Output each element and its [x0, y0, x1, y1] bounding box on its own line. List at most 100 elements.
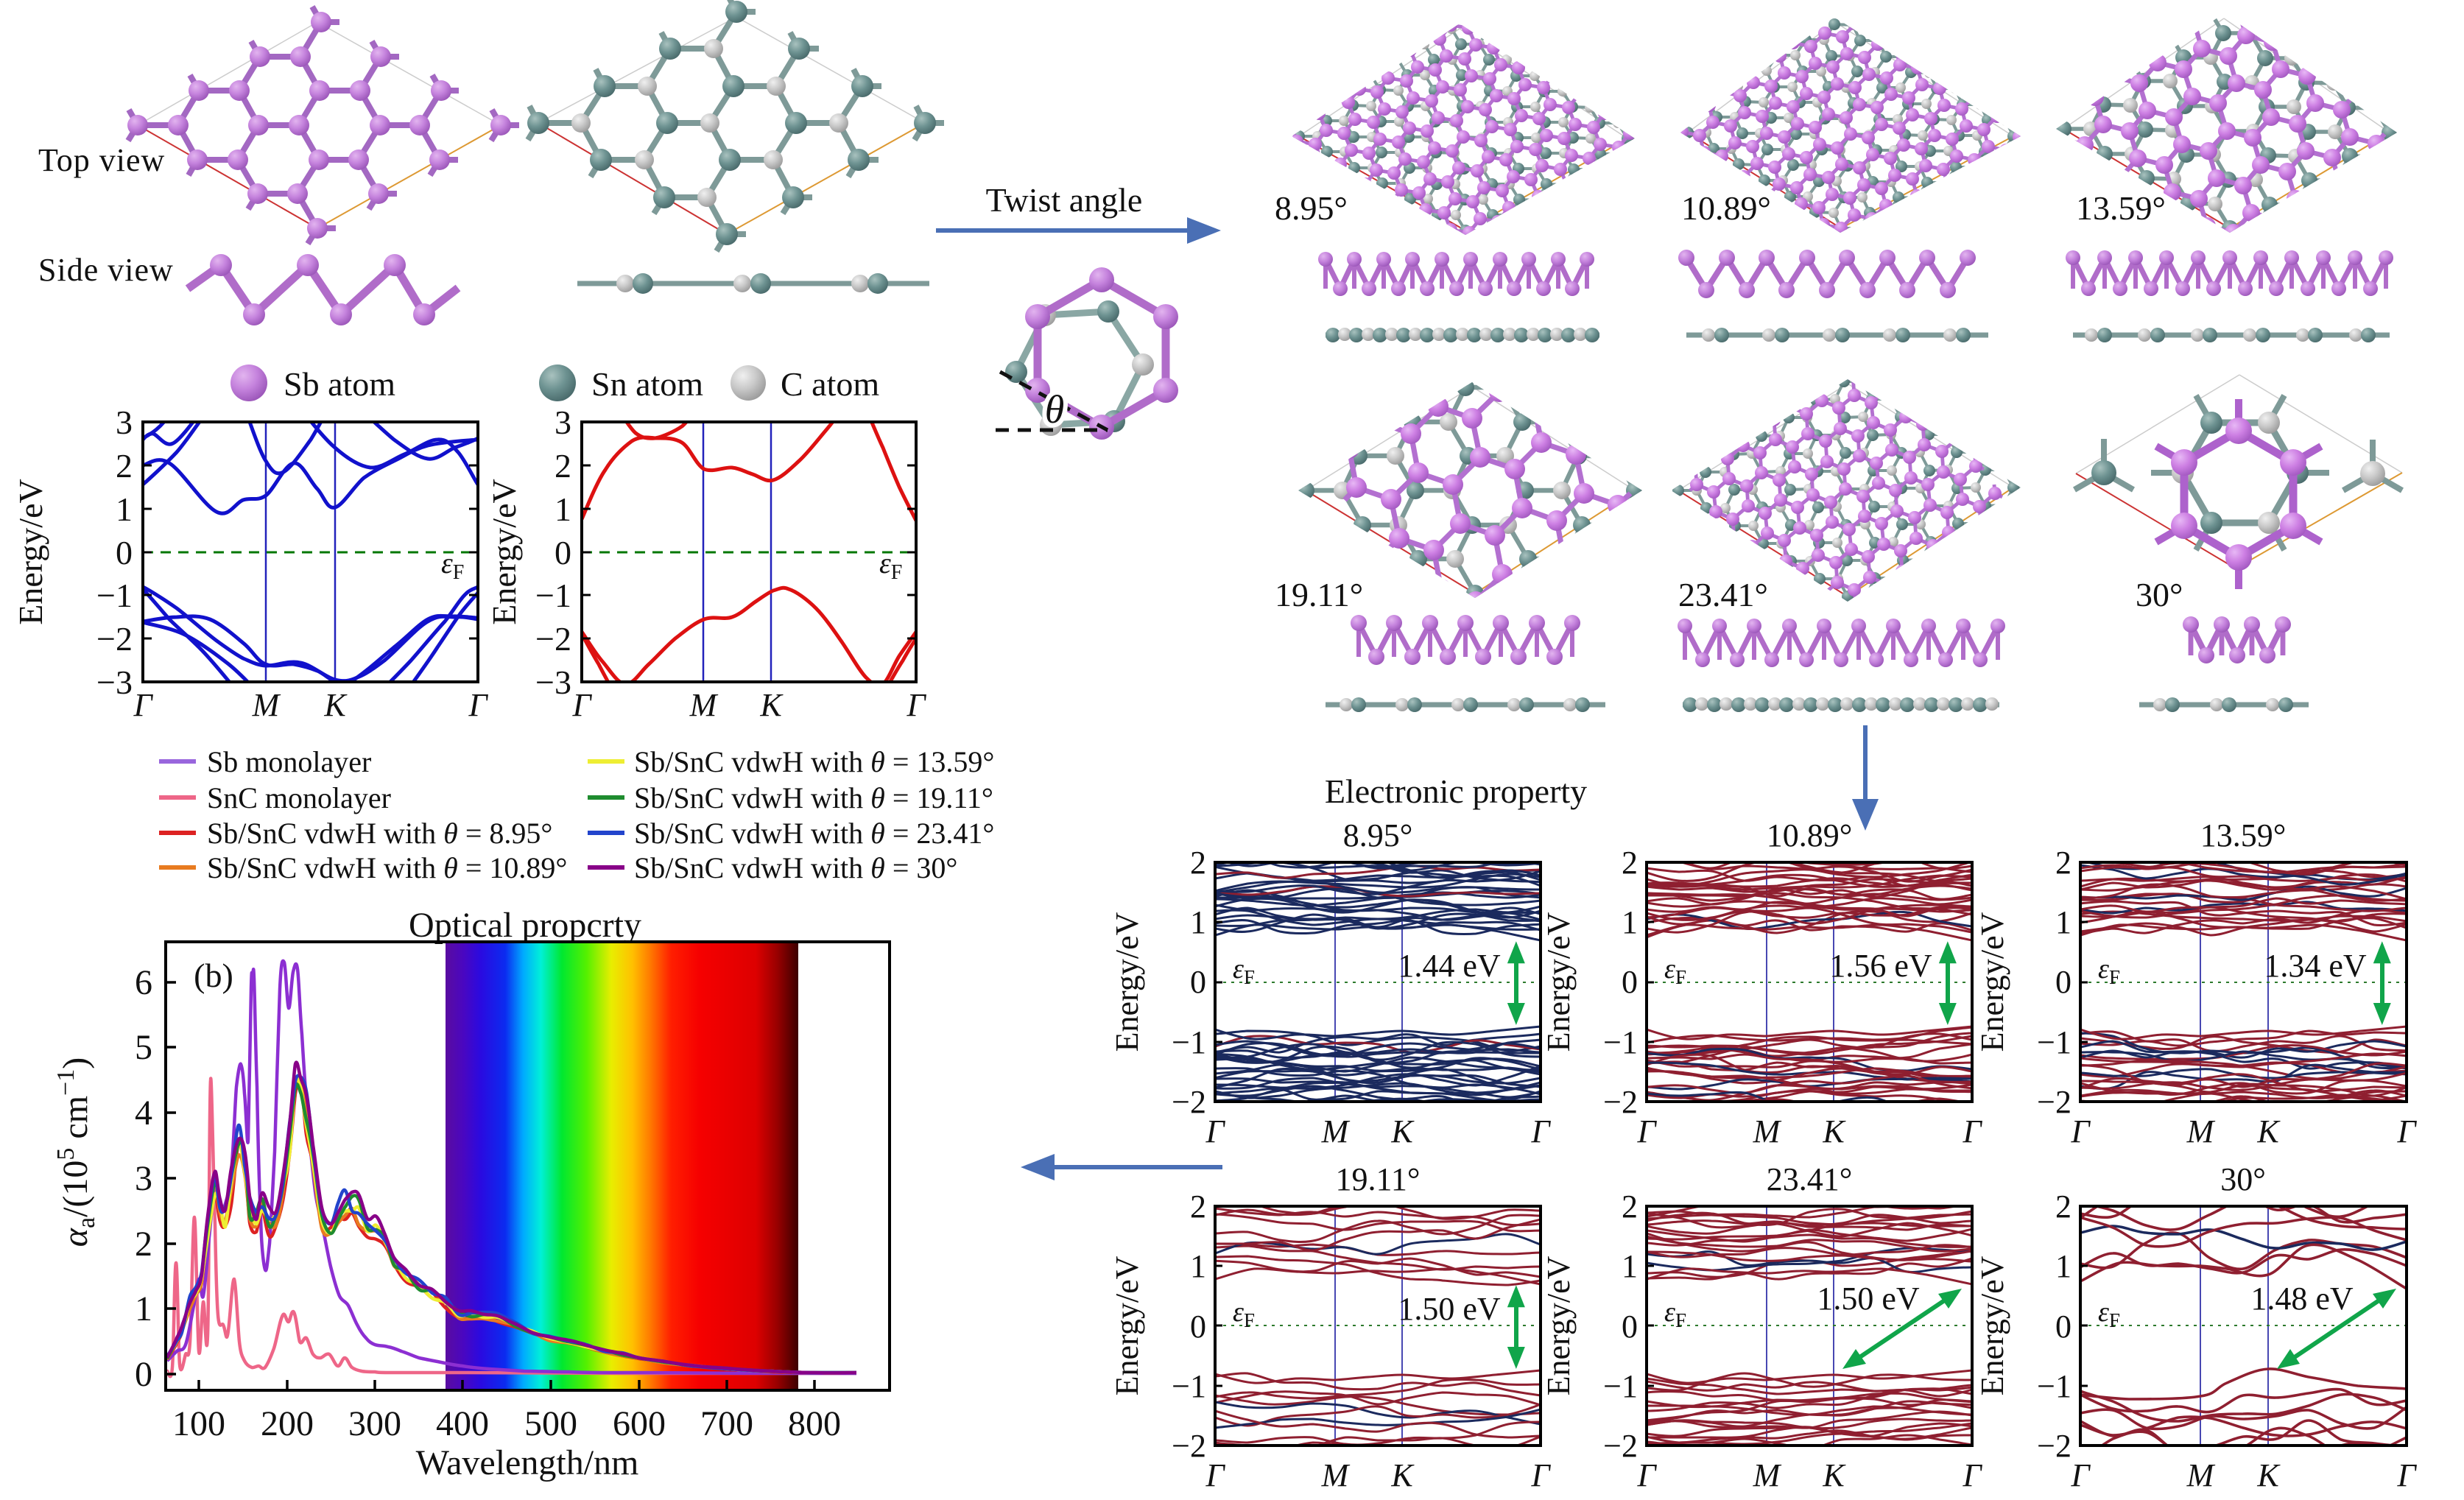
- svg-text:−2: −2: [2037, 1084, 2071, 1120]
- svg-text:300: 300: [348, 1404, 401, 1443]
- svg-text:εF: εF: [1233, 1297, 1255, 1331]
- svg-text:Energy/eV: Energy/eV: [1974, 1256, 2010, 1395]
- svg-text:0: 0: [1622, 1309, 1638, 1345]
- svg-text:2: 2: [555, 447, 571, 485]
- svg-text:2: 2: [135, 1225, 152, 1264]
- svg-text:1.44 eV: 1.44 eV: [1398, 948, 1501, 984]
- svg-text:2: 2: [2055, 1189, 2071, 1225]
- svg-text:θ: θ: [1045, 387, 1065, 432]
- svg-text:1.50 eV: 1.50 eV: [1817, 1281, 1920, 1317]
- svg-text:K: K: [1822, 1113, 1846, 1149]
- svg-text:3: 3: [135, 1159, 152, 1198]
- svg-text:M: M: [689, 687, 719, 723]
- svg-text:1: 1: [1190, 1248, 1206, 1284]
- svg-text:0: 0: [555, 534, 571, 571]
- svg-text:6: 6: [135, 963, 152, 1002]
- svg-text:1: 1: [2055, 1248, 2071, 1284]
- svg-text:−1: −1: [1172, 1024, 1206, 1060]
- svg-text:Γ: Γ: [1205, 1113, 1225, 1149]
- svg-text:Energy/eV: Energy/eV: [1541, 1256, 1577, 1395]
- svg-text:1: 1: [135, 1289, 152, 1328]
- svg-text:−2: −2: [2037, 1428, 2071, 1464]
- svg-text:εF: εF: [2098, 1297, 2120, 1331]
- svg-text:−1: −1: [1603, 1368, 1638, 1404]
- svg-text:Sb/SnC vdwH with θ = 30°: Sb/SnC vdwH with θ = 30°: [634, 851, 957, 884]
- svg-text:−1: −1: [2037, 1368, 2071, 1404]
- svg-text:Optical propcrty: Optical propcrty: [409, 906, 641, 945]
- svg-text:Sb/SnC vdwH with θ = 23.41°: Sb/SnC vdwH with θ = 23.41°: [634, 817, 994, 850]
- svg-text:8.95°: 8.95°: [1275, 189, 1348, 227]
- svg-text:−2: −2: [535, 620, 571, 658]
- svg-text:Energy/eV: Energy/eV: [1974, 912, 2010, 1052]
- svg-text:Energy/eV: Energy/eV: [1109, 1256, 1145, 1395]
- svg-text:K: K: [759, 687, 784, 723]
- svg-text:19.11°: 19.11°: [1336, 1161, 1421, 1197]
- svg-text:0: 0: [1622, 964, 1638, 1000]
- svg-text:3: 3: [555, 404, 571, 441]
- svg-text:εF: εF: [1664, 1297, 1686, 1331]
- svg-text:K: K: [2256, 1113, 2281, 1149]
- svg-text:10.89°: 10.89°: [1681, 189, 1771, 227]
- svg-text:1: 1: [116, 490, 133, 528]
- svg-text:−3: −3: [96, 663, 133, 701]
- svg-text:εF: εF: [879, 546, 902, 584]
- svg-text:8.95°: 8.95°: [1343, 817, 1413, 853]
- svg-text:1.50 eV: 1.50 eV: [1398, 1291, 1501, 1327]
- svg-text:3: 3: [116, 404, 133, 441]
- svg-text:1.56 eV: 1.56 eV: [1829, 948, 1932, 984]
- svg-text:Γ: Γ: [1205, 1457, 1225, 1493]
- svg-text:Sb/SnC vdwH with θ = 19.11°: Sb/SnC vdwH with θ = 19.11°: [634, 781, 993, 814]
- svg-text:K: K: [323, 687, 348, 723]
- svg-text:Electronic property: Electronic property: [1325, 772, 1587, 810]
- svg-text:−2: −2: [1172, 1428, 1206, 1464]
- svg-text:1: 1: [1622, 904, 1638, 940]
- svg-text:0: 0: [1190, 964, 1206, 1000]
- svg-text:εF: εF: [1664, 954, 1686, 988]
- svg-text:Energy/eV: Energy/eV: [1541, 912, 1577, 1052]
- svg-text:Γ: Γ: [1530, 1457, 1551, 1493]
- svg-text:19.11°: 19.11°: [1275, 576, 1363, 613]
- svg-text:K: K: [1390, 1457, 1415, 1493]
- svg-text:M: M: [1321, 1457, 1351, 1493]
- svg-text:600: 600: [613, 1404, 666, 1443]
- svg-text:Side view: Side view: [38, 252, 174, 288]
- svg-text:Sb monolayer: Sb monolayer: [207, 745, 371, 778]
- svg-text:700: 700: [700, 1404, 753, 1443]
- svg-text:2: 2: [1190, 845, 1206, 881]
- svg-text:13.59°: 13.59°: [2200, 817, 2287, 853]
- svg-text:Wavelength/nm: Wavelength/nm: [416, 1443, 639, 1482]
- svg-text:εF: εF: [441, 546, 464, 584]
- svg-text:−2: −2: [1172, 1084, 1206, 1120]
- svg-text:Γ: Γ: [133, 687, 153, 723]
- svg-text:2: 2: [2055, 845, 2071, 881]
- svg-text:Energy/eV: Energy/eV: [485, 479, 523, 624]
- svg-text:Γ: Γ: [2396, 1457, 2417, 1493]
- svg-text:Γ: Γ: [2070, 1457, 2091, 1493]
- svg-text:1.34 eV: 1.34 eV: [2264, 948, 2367, 984]
- svg-text:23.41°: 23.41°: [1678, 576, 1768, 613]
- svg-text:1.48 eV: 1.48 eV: [2250, 1281, 2354, 1317]
- svg-text:13.59°: 13.59°: [2076, 189, 2166, 227]
- svg-text:−1: −1: [535, 577, 571, 614]
- svg-text:Sb atom: Sb atom: [284, 365, 395, 403]
- svg-text:−1: −1: [1603, 1024, 1638, 1060]
- svg-text:M: M: [252, 687, 281, 723]
- svg-text:Γ: Γ: [2396, 1113, 2417, 1149]
- svg-text:100: 100: [172, 1404, 225, 1443]
- svg-text:Energy/eV: Energy/eV: [1109, 912, 1145, 1052]
- svg-text:Γ: Γ: [1962, 1457, 1982, 1493]
- svg-text:0: 0: [2055, 1309, 2071, 1345]
- svg-text:2: 2: [116, 447, 133, 485]
- svg-text:SnC monolayer: SnC monolayer: [207, 781, 391, 814]
- svg-text:30°: 30°: [2220, 1161, 2266, 1197]
- svg-text:800: 800: [788, 1404, 841, 1443]
- svg-text:αa/(105 cm−1): αa/(105 cm−1): [52, 1057, 100, 1247]
- svg-text:Γ: Γ: [1962, 1113, 1982, 1149]
- svg-text:Γ: Γ: [2070, 1113, 2091, 1149]
- svg-text:Sn atom: Sn atom: [591, 365, 703, 403]
- svg-text:−2: −2: [1603, 1428, 1638, 1464]
- svg-text:23.41°: 23.41°: [1767, 1161, 1853, 1197]
- svg-text:200: 200: [261, 1404, 314, 1443]
- svg-text:(b): (b): [194, 957, 233, 994]
- svg-text:−1: −1: [96, 577, 133, 614]
